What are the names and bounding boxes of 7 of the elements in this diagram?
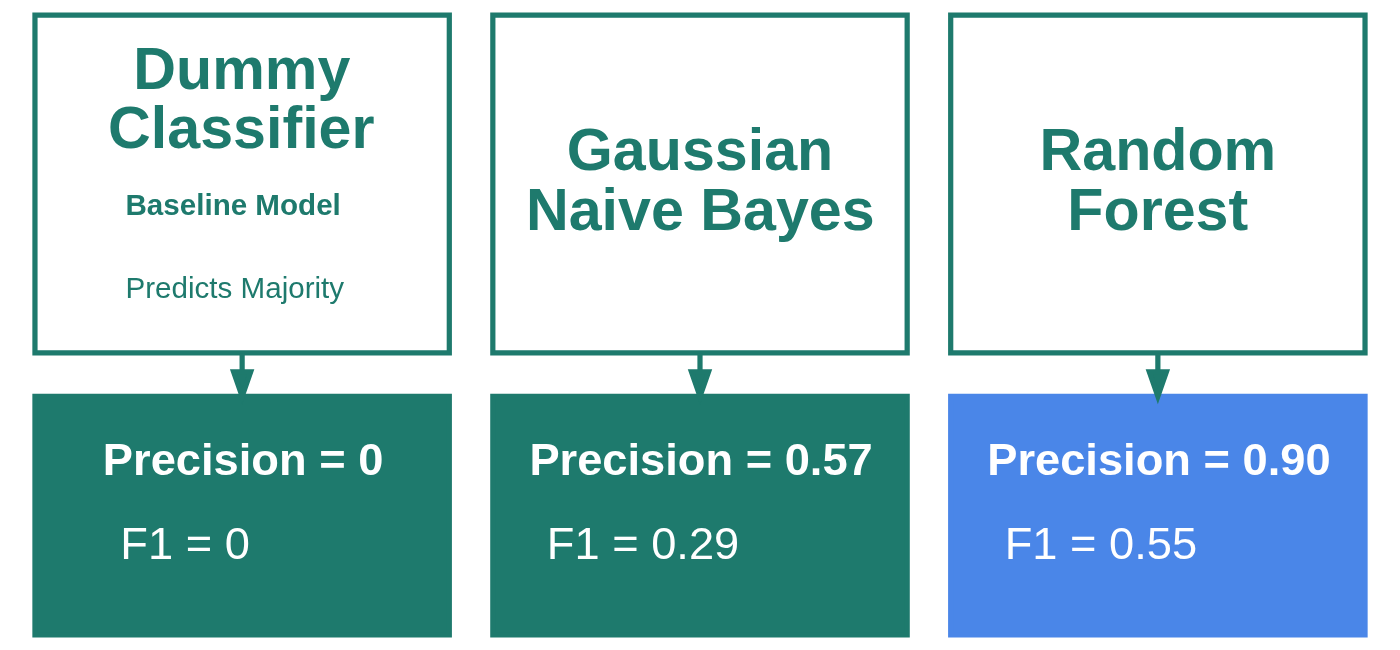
- node-box: Gaussian Naive Bayes: [490, 12, 910, 356]
- node-box: Random Forest: [948, 12, 1368, 356]
- node-box: Dummy Classifier Baseline Model Predicts Majority: [32, 12, 452, 356]
- node-box: Precision = 0 F1 = 0: [32, 393, 452, 638]
- node-box: Precision = 0.90 F1 = 0.55: [948, 393, 1368, 638]
- arrow: [1145, 353, 1171, 405]
- node-box: Precision = 0.57 F1 = 0.29: [490, 393, 910, 638]
